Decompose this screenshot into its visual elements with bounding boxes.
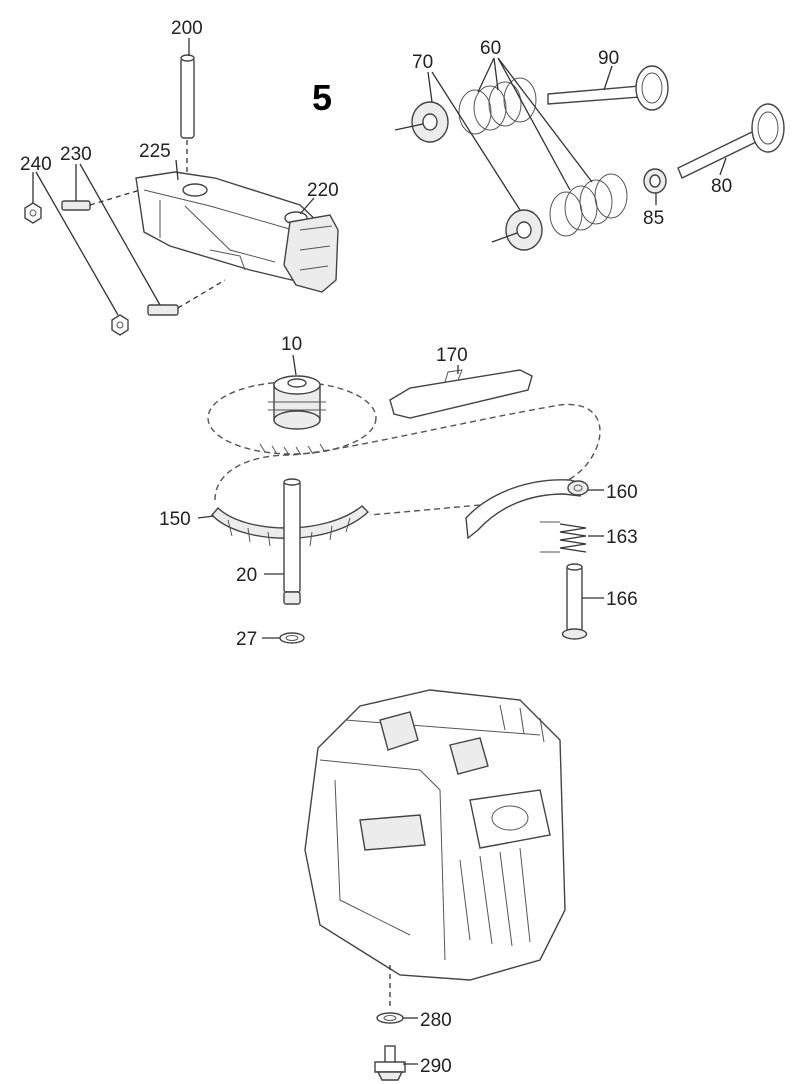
spring-163 [540,521,587,553]
support-220 [283,214,339,293]
label-27: 27 [236,629,257,650]
label-220: 220 [307,180,339,201]
label-280: 280 [420,1010,452,1031]
pin-200 [180,54,195,180]
stud-230-lower [147,279,226,316]
label-163: 163 [606,527,638,548]
bolt-290 [374,1045,406,1081]
cam-chain-group [207,369,601,644]
label-166: 166 [606,589,638,610]
retainer-70-lower [491,209,543,251]
label-20: 20 [236,565,257,586]
label-170: 170 [436,345,468,366]
label-60: 60 [480,38,501,59]
section-number: 5 [312,77,332,118]
label-80: 80 [711,176,732,197]
label-10: 10 [281,334,302,355]
seal-85 [643,168,667,194]
label-160: 160 [606,482,638,503]
valve-80 [677,103,785,179]
shaft-20 [283,478,301,605]
label-150: 150 [159,509,191,530]
rocker-bracket-group [24,54,339,336]
label-290: 290 [420,1056,452,1077]
label-90: 90 [598,48,619,69]
tensioner-160 [465,479,589,540]
valve-90 [547,65,669,111]
label-230: 230 [60,144,92,165]
label-225: 225 [139,141,171,162]
chain-guide-170 [389,369,533,419]
leader-lines [32,38,727,1065]
label-70: 70 [412,52,433,73]
label-85: 85 [643,208,664,229]
washer-27 [279,632,305,644]
nut-240-upper [24,202,42,224]
retainer-70-upper [394,101,449,143]
sprocket-10 [207,375,377,456]
valve-group [394,65,785,251]
washer-280 [376,1012,404,1024]
cylinder-head [304,689,566,1010]
timing-chain [214,403,601,516]
spring-60-lower [549,173,628,237]
part-labels: 200 225 220 240 230 70 60 90 80 85 10 17… [20,18,732,1077]
pin-166 [561,563,588,640]
nut-240-lower [111,314,129,336]
spring-60-upper [458,77,537,135]
label-240: 240 [20,154,52,175]
label-200: 200 [171,18,203,39]
